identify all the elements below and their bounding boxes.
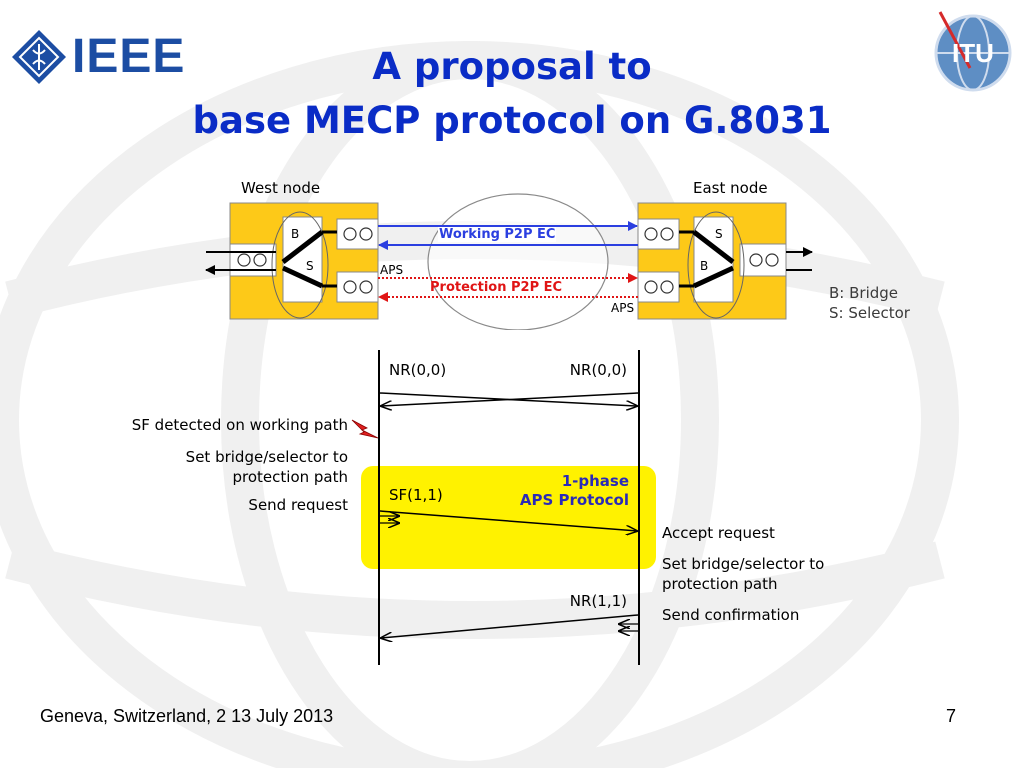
west-event-set-bridge-line2: protection path <box>232 468 349 486</box>
nr11-small-arrows <box>619 624 639 631</box>
legend-bridge: B: Bridge <box>829 284 899 302</box>
slide-title-line1: A proposal to <box>372 45 652 88</box>
east-node-label: East node <box>693 179 768 197</box>
phase-label-line1: 1-phase <box>561 472 629 490</box>
nr00-arrow-to-west <box>381 392 639 406</box>
east-event-accept-request: Accept request <box>662 524 775 542</box>
nr11-arrow <box>381 614 639 638</box>
west-node-box <box>229 202 379 320</box>
aps-label-left: APS <box>380 263 404 277</box>
nr00-label-right: NR(0,0) <box>569 361 627 379</box>
legend-selector: S: Selector <box>829 304 910 322</box>
phase-label-line2: APS Protocol <box>519 491 629 509</box>
sequence-diagram <box>351 350 640 665</box>
footer-location: Geneva, Switzerland, 2 13 July 2013 <box>40 706 334 726</box>
east-event-send-confirmation: Send confirmation <box>662 606 800 624</box>
west-bridge-label: B <box>291 227 300 241</box>
sf11-small-arrows <box>379 516 399 523</box>
itu-globe-icon <box>934 11 1012 92</box>
west-selector-label: S <box>306 259 314 273</box>
ieee-diamond-icon <box>12 30 66 84</box>
aps-label-right: APS <box>611 301 635 315</box>
lightning-icon <box>351 419 379 439</box>
itu-logo-text: ITU <box>952 38 994 68</box>
protection-ec-label: Protection P2P EC <box>430 280 563 295</box>
west-oam-icons <box>237 227 373 294</box>
one-phase-box <box>361 466 656 569</box>
ieee-logo-text: IEEE <box>72 30 186 83</box>
slide-title-line2: base MECP protocol on G.8031 <box>192 99 832 142</box>
east-oam-icons <box>644 227 779 294</box>
nr11-label: NR(1,1) <box>569 592 627 610</box>
itu-logo: ITU <box>930 8 1016 94</box>
nr00-label-left: NR(0,0) <box>389 361 447 379</box>
east-event-set-bridge-line2: protection path <box>662 575 778 593</box>
west-event-sf-detected: SF detected on working path <box>131 416 348 434</box>
east-bridge-label: B <box>700 259 709 273</box>
working-ec-label: Working P2P EC <box>438 227 557 242</box>
sf11-label: SF(1,1) <box>389 486 443 504</box>
sf11-arrow <box>379 510 637 531</box>
page-number: 7 <box>946 706 957 726</box>
ieee-logo: IEEE <box>10 28 200 86</box>
west-event-set-bridge-line1: Set bridge/selector to <box>185 448 348 466</box>
east-node-box <box>637 202 787 320</box>
east-selector-label: S <box>715 227 723 241</box>
west-node-label: West node <box>241 179 321 197</box>
east-event-set-bridge-line1: Set bridge/selector to <box>662 555 825 573</box>
west-event-send-request: Send request <box>248 496 348 514</box>
